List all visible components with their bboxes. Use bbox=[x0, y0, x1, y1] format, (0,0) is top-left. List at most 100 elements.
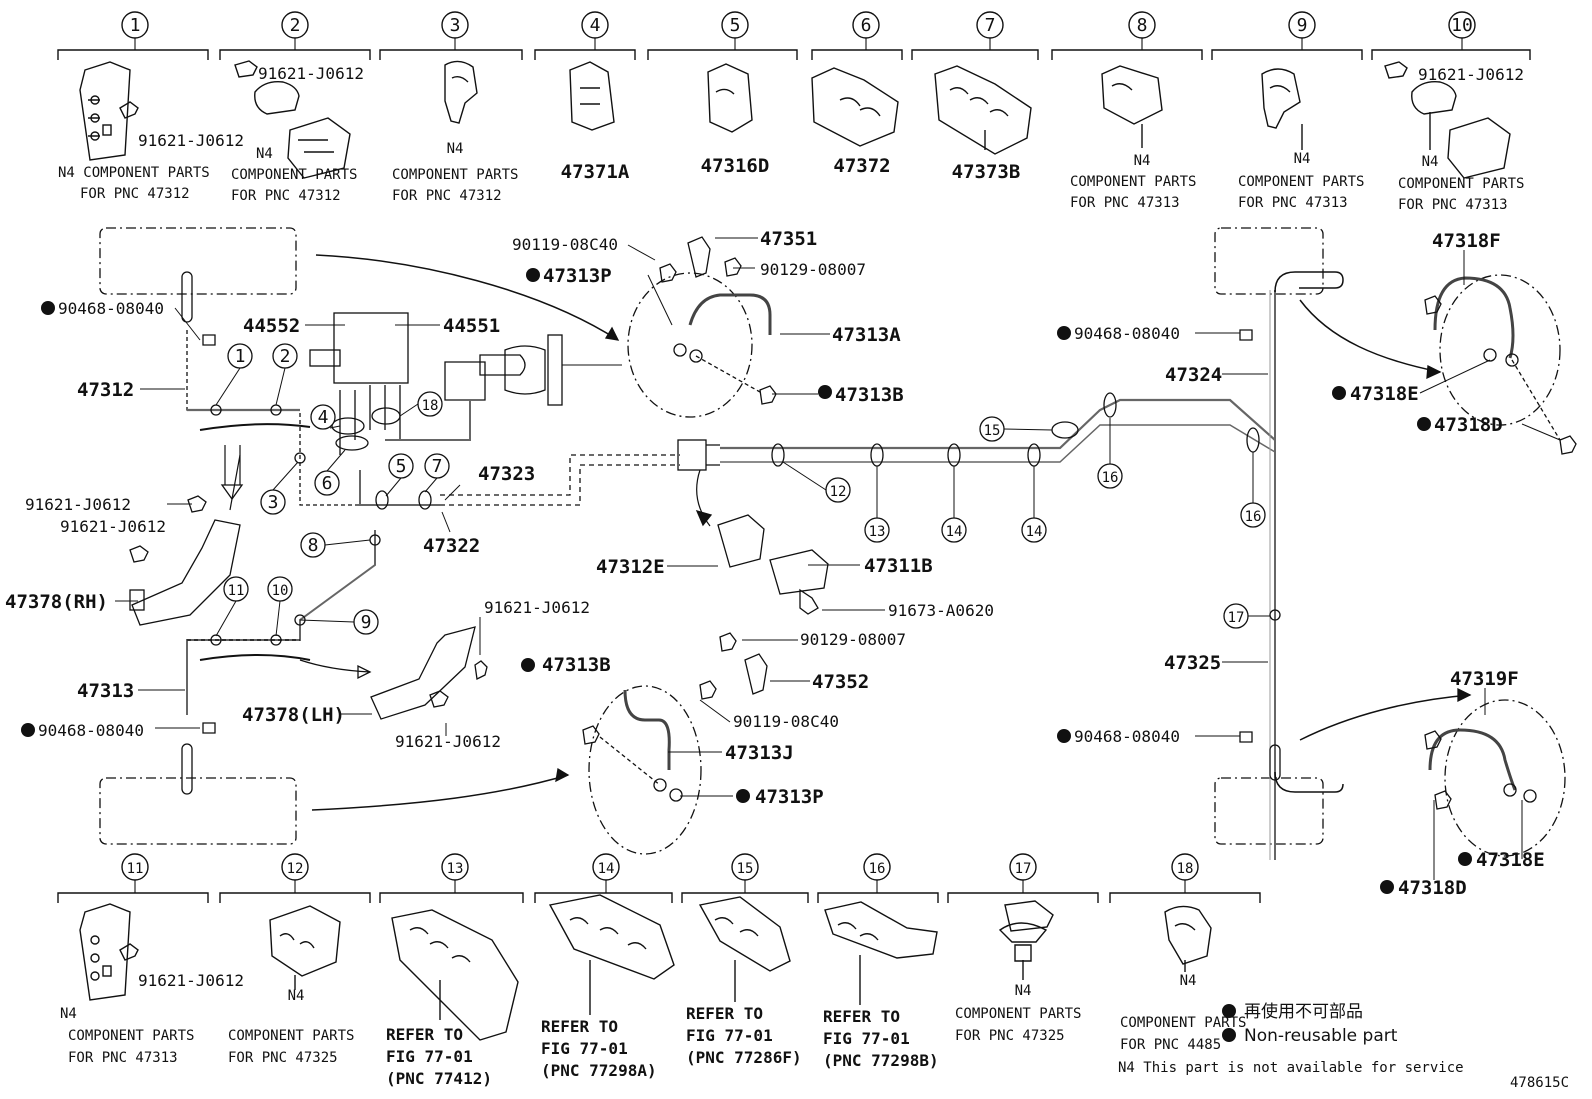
panel-7-part: 47373B bbox=[952, 161, 1021, 183]
panel-7-number: 7 bbox=[985, 15, 996, 36]
label-90468-left-bottom: 90468-08040 bbox=[38, 721, 144, 740]
label-47313J: 47313J bbox=[725, 742, 794, 764]
label-90129-top: 90129-08007 bbox=[760, 260, 866, 279]
panel-5-number: 5 bbox=[730, 15, 741, 36]
panel-15-line1: REFER TO bbox=[686, 1004, 763, 1023]
legend: 再使用不可部品 Non-reusable part N4 This part i… bbox=[1118, 1001, 1569, 1091]
panel-14-number: 14 bbox=[598, 861, 615, 877]
label-90468-left-top: 90468-08040 bbox=[58, 299, 164, 318]
panel-13-line1: REFER TO bbox=[386, 1025, 463, 1044]
main-assembly bbox=[99, 227, 1577, 860]
panel-16-line3: (PNC 77298B) bbox=[823, 1051, 939, 1070]
figure-id: 478615C bbox=[1510, 1075, 1569, 1091]
panel-11-line3: FOR PNC 47313 bbox=[68, 1050, 178, 1066]
panel-13-line3: (PNC 77412) bbox=[386, 1069, 492, 1088]
label-47324: 47324 bbox=[1165, 364, 1222, 386]
label-47313P-bottom: 47313P bbox=[755, 786, 824, 808]
panel-17-line2: COMPONENT PARTS bbox=[955, 1006, 1081, 1022]
label-leaders bbox=[115, 237, 1561, 880]
panel-13-line2: FIG 77-01 bbox=[386, 1047, 473, 1066]
svg-text:10: 10 bbox=[272, 583, 289, 599]
label-90119-bottom: 90119-08C40 bbox=[733, 712, 839, 731]
panel-10-part: 91621-J0612 bbox=[1418, 65, 1524, 84]
panel-10-line2: COMPONENT PARTS bbox=[1398, 176, 1524, 192]
panel-17-number: 17 bbox=[1015, 861, 1032, 877]
panel-2-line2: COMPONENT PARTS bbox=[231, 167, 357, 183]
svg-text:2: 2 bbox=[280, 346, 291, 367]
panel-14-line3: (PNC 77298A) bbox=[541, 1061, 657, 1080]
main-labels: 90119-08C40 47351 90129-08007 47313P 473… bbox=[5, 228, 1545, 899]
legend-dot-icon bbox=[1222, 1004, 1236, 1018]
svg-text:3: 3 bbox=[268, 492, 279, 513]
panel-10-line1: N4 bbox=[1422, 154, 1439, 170]
panel-6-number: 6 bbox=[861, 15, 872, 36]
svg-text:18: 18 bbox=[422, 398, 439, 414]
legend-en: Non-reusable part bbox=[1244, 1026, 1398, 1046]
top-panel-labels: 1 2 3 4 5 6 7 8 9 10 91621-J0612 N4 COMP… bbox=[58, 15, 1524, 213]
panel-15-line3: (PNC 77286F) bbox=[686, 1048, 802, 1067]
svg-text:11: 11 bbox=[228, 583, 245, 599]
panel-2-line1: N4 bbox=[256, 146, 273, 162]
panel-8-number: 8 bbox=[1137, 15, 1148, 36]
label-44552: 44552 bbox=[243, 315, 300, 337]
label-90129-bottom: 90129-08007 bbox=[800, 630, 906, 649]
panel-11-line1: N4 bbox=[60, 1006, 77, 1022]
panel-16-line1: REFER TO bbox=[823, 1007, 900, 1026]
svg-text:16: 16 bbox=[1245, 509, 1262, 525]
panel-3-line2: COMPONENT PARTS bbox=[392, 167, 518, 183]
panel-18-line3: FOR PNC 4485 bbox=[1120, 1037, 1221, 1053]
label-47322: 47322 bbox=[423, 535, 480, 557]
panel-4-number: 4 bbox=[590, 15, 601, 36]
svg-text:9: 9 bbox=[361, 612, 372, 633]
legend-jp: 再使用不可部品 bbox=[1244, 1001, 1363, 1022]
panel-12-line1: N4 bbox=[288, 988, 305, 1004]
panel-2-number: 2 bbox=[290, 15, 301, 36]
svg-text:7: 7 bbox=[432, 456, 443, 477]
svg-text:12: 12 bbox=[830, 484, 847, 500]
label-90468-right-top: 90468-08040 bbox=[1074, 324, 1180, 343]
label-44551: 44551 bbox=[443, 315, 500, 337]
panel-8-line3: FOR PNC 47313 bbox=[1070, 195, 1180, 211]
svg-text:5: 5 bbox=[396, 456, 407, 477]
bottom-panel-row bbox=[57, 853, 1261, 1041]
label-47318D-bottom: 47318D bbox=[1398, 877, 1467, 899]
panel-16-line2: FIG 77-01 bbox=[823, 1029, 910, 1048]
label-91621-d: 91621-J0612 bbox=[395, 732, 501, 751]
label-47313: 47313 bbox=[77, 680, 134, 702]
panel-14-line2: FIG 77-01 bbox=[541, 1039, 628, 1058]
label-47311B: 47311B bbox=[864, 555, 933, 577]
label-47323: 47323 bbox=[478, 463, 535, 485]
panel-11-line2: COMPONENT PARTS bbox=[68, 1028, 194, 1044]
label-47351: 47351 bbox=[760, 228, 817, 250]
label-90468-right-bottom: 90468-08040 bbox=[1074, 727, 1180, 746]
panel-12-number: 12 bbox=[287, 861, 304, 877]
main-callout-circles bbox=[223, 343, 1266, 635]
svg-text:4: 4 bbox=[318, 407, 329, 428]
svg-text:1: 1 bbox=[235, 346, 246, 367]
panel-2-part: 91621-J0612 bbox=[258, 64, 364, 83]
label-47325: 47325 bbox=[1164, 652, 1221, 674]
label-47318D-top: 47318D bbox=[1434, 414, 1503, 436]
panel-9-line2: COMPONENT PARTS bbox=[1238, 174, 1364, 190]
panel-11-number: 11 bbox=[127, 861, 144, 877]
panel-10-number: 10 bbox=[1451, 15, 1473, 36]
svg-text:8: 8 bbox=[308, 535, 319, 556]
svg-text:14: 14 bbox=[946, 524, 963, 540]
panel-1-line2: FOR PNC 47312 bbox=[80, 186, 190, 202]
panel-14-line1: REFER TO bbox=[541, 1017, 618, 1036]
label-47313B-top: 47313B bbox=[835, 384, 904, 406]
panel-13-number: 13 bbox=[447, 861, 464, 877]
label-47313A: 47313A bbox=[832, 324, 901, 346]
panel-9-number: 9 bbox=[1297, 15, 1308, 36]
label-91673: 91673-A0620 bbox=[888, 601, 994, 620]
panel-18-number: 18 bbox=[1177, 861, 1194, 877]
main-callout-numbers: 1 2 3 4 6 5 7 18 8 9 11 10 12 13 14 14 1… bbox=[228, 346, 1262, 633]
panel-16-number: 16 bbox=[869, 861, 886, 877]
non-reusable-markers bbox=[21, 268, 1472, 894]
panel-2-line3: FOR PNC 47312 bbox=[231, 188, 341, 204]
top-panel-row bbox=[57, 11, 1531, 179]
panel-15-line2: FIG 77-01 bbox=[686, 1026, 773, 1045]
panel-1-part: 91621-J0612 bbox=[138, 131, 244, 150]
panel-18-line1: N4 bbox=[1180, 973, 1197, 989]
legend-n4-note: N4 This part is not available for servic… bbox=[1118, 1060, 1464, 1076]
